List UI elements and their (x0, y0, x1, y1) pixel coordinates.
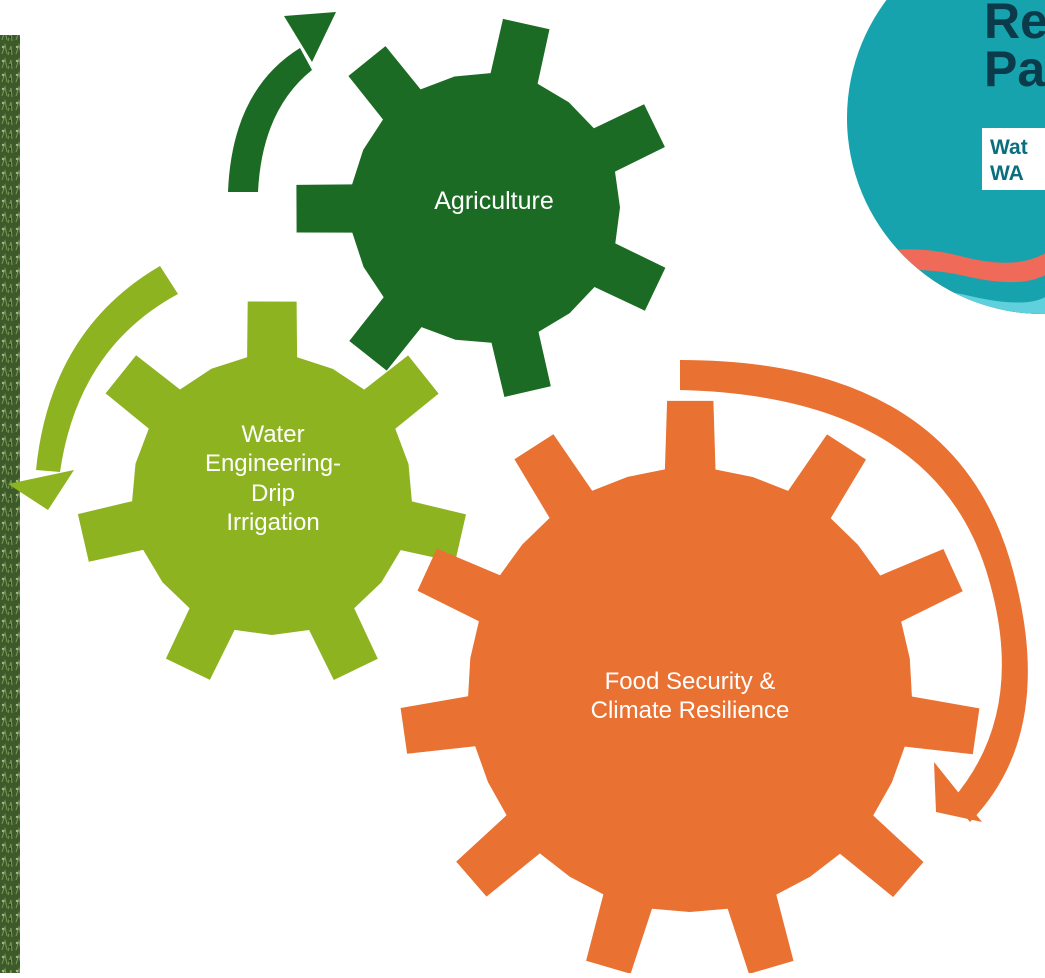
gear-label-water-engineering: Water Engineering- Drip Irrigation (204, 421, 342, 536)
foliage-photo-strip (0, 35, 20, 973)
light-green-arrow (8, 266, 178, 510)
orange-arrow (680, 360, 1028, 822)
gear-label-agriculture: Agriculture (434, 187, 554, 215)
gear-food (400, 400, 980, 974)
logo-subtitle-line2: WA (990, 162, 1024, 185)
gear-agriculture (296, 18, 666, 398)
gear-label-food-security: Food Security & Climate Resilience (590, 668, 790, 725)
logo-title-line1: Re (984, 0, 1045, 49)
gear-water (77, 301, 467, 680)
dark-green-arrow (228, 12, 336, 192)
logo-title-line2: Pa (984, 41, 1045, 97)
logo-subtitle-line1: Wat (990, 136, 1028, 159)
